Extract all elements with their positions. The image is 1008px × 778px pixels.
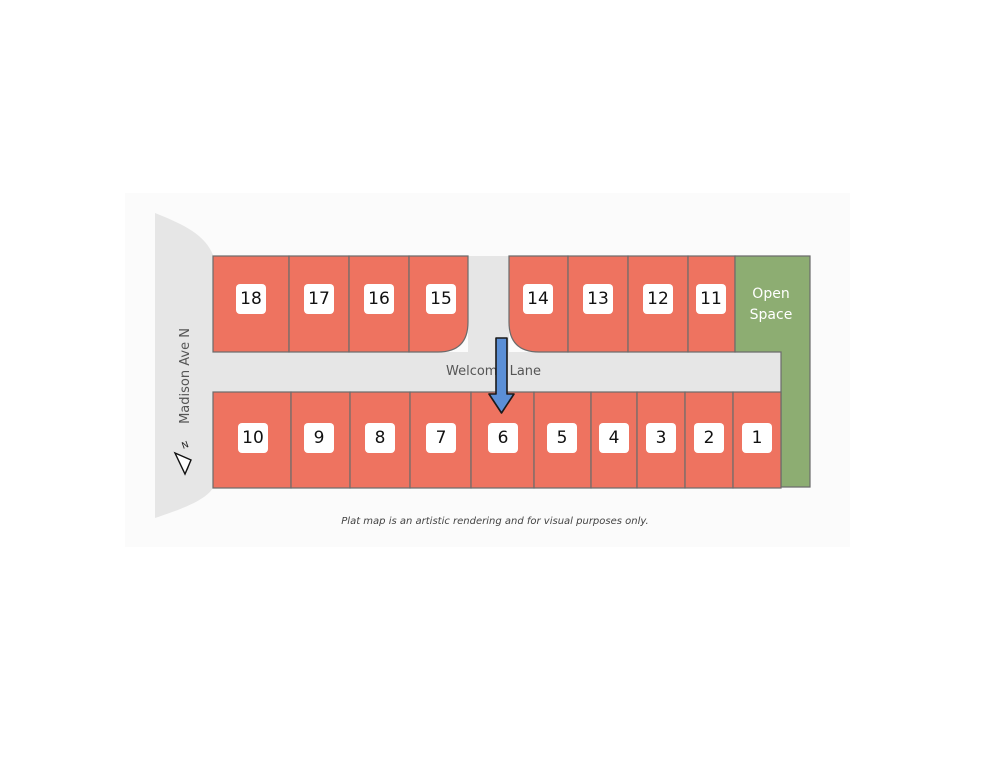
open-space-label-line2: Space <box>750 307 793 323</box>
lot-label: 4 <box>609 428 620 448</box>
lot-label: 5 <box>557 428 568 448</box>
disclaimer-text: Plat map is an artistic rendering and fo… <box>341 516 648 527</box>
compass-label: N <box>181 440 191 452</box>
madison-ave-label: Madison Ave N <box>178 328 193 424</box>
lot-label: 2 <box>704 428 715 448</box>
open-space-label-line1: Open <box>752 286 789 302</box>
north-arrow-icon: N <box>173 440 192 476</box>
bottom-lots <box>212 391 782 489</box>
down-arrow-icon <box>488 337 515 414</box>
lot-label: 15 <box>430 289 452 309</box>
lot-label: 7 <box>436 428 447 448</box>
lot-label: 1 <box>752 428 763 448</box>
madison-ave-street <box>155 213 213 518</box>
lot-label: 10 <box>242 428 264 448</box>
lot-label: 6 <box>498 428 509 448</box>
lot-label: 17 <box>308 289 330 309</box>
lot-label: 3 <box>656 428 667 448</box>
lot-label: 11 <box>700 289 722 309</box>
bottom-lot-labels: 10 9 8 7 6 5 4 3 2 1 <box>238 423 772 453</box>
lot-label: 9 <box>314 428 325 448</box>
lot-label: 13 <box>587 289 609 309</box>
lot-label: 12 <box>647 289 669 309</box>
lot-label: 16 <box>368 289 390 309</box>
lot-label: 14 <box>527 289 549 309</box>
lot-label: 18 <box>240 289 262 309</box>
top-lot-labels: 18 17 16 15 14 13 12 11 <box>236 284 726 314</box>
lot-label: 8 <box>375 428 386 448</box>
welcome-lane-label: Welcome Lane <box>446 364 541 379</box>
